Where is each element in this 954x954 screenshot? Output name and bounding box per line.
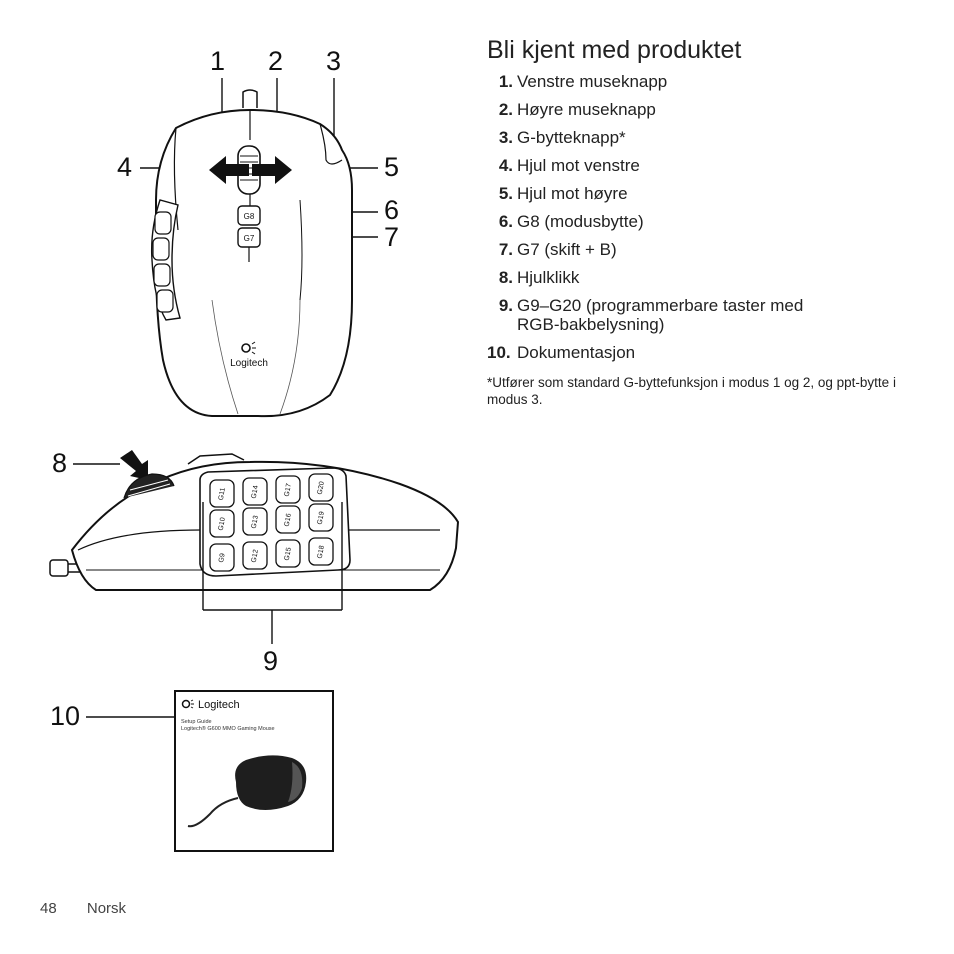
legend-item-number: 2. [498,100,513,119]
legend-item-text: Høyre museknapp [517,100,656,119]
legend-item-text: Dokumentasjon [517,343,636,362]
side-key-label: G12 [251,549,260,563]
legend-item-number: 5. [498,184,513,203]
side-key [275,539,301,568]
mouse-top-view-illustration: G8 G7 Logitech [140,78,378,418]
callout-1: 1 [210,46,226,76]
legend-item: 8.Hjulklikk [487,268,907,287]
footnote: *Utfører som standard G-byttefunksjon i … [487,375,896,407]
callout-8: 8 [52,448,68,478]
side-key [275,475,301,504]
page-footer: 48 Norsk [40,900,152,917]
guide-line-2: Logitech® G600 MMO Gaming Mouse [181,725,275,732]
side-key-label: G11 [218,487,227,501]
side-key [308,537,334,566]
side-key-label: G19 [317,511,326,525]
callout-6: 6 [384,195,400,225]
side-key-label: G13 [251,515,260,529]
side-key [242,541,268,570]
page-number: 48 [40,900,57,917]
side-key [242,477,268,506]
legend-item-number: 4. [498,156,513,175]
legend-item: 1.Venstre museknapp [487,72,907,91]
legend-item: 7.G7 (skift + B) [487,240,907,259]
legend-item-number: 10. [487,343,511,362]
legend-item-text: Hjul mot venstre [517,156,640,175]
guide-line-1: Setup Guide [181,719,212,725]
side-key [275,505,301,534]
legend-item-text: G8 (modusbytte) [517,212,644,231]
legend-item-text: G-bytteknapp* [517,128,626,147]
legend-item-number: 3. [498,128,513,147]
legend-item: 9.G9–G20 (programmerbare taster med RGB-… [487,296,817,334]
logitech-logo-icon [241,341,256,355]
g7-button-label: G7 [244,234,255,243]
legend-item-number: 7. [498,240,513,259]
guide-brand: Logitech [198,699,240,711]
legend-item-number: 9. [498,296,513,315]
callout-9: 9 [263,646,279,676]
side-key-label: G18 [317,545,326,559]
section-title: Bli kjent med produktet [487,36,742,64]
side-key [209,543,235,572]
side-key-label: G17 [284,483,293,497]
legend-item-text: G9–G20 (programmerbare taster med RGB-ba… [517,296,804,334]
callout-10: 10 [50,701,81,731]
legend-item-text: G7 (skift + B) [517,240,617,259]
legend-item-number: 6. [498,212,513,231]
side-key [242,507,268,536]
callout-4: 4 [117,152,133,182]
legend-item-number: 1. [498,72,513,91]
legend-item-number: 8. [498,268,513,287]
setup-guide-illustration: Logitech Setup Guide Logitech® G600 MMO … [86,690,334,852]
legend-item: 3.G-bytteknapp* [487,128,907,147]
callout-5: 5 [384,152,400,182]
callout-3: 3 [326,46,342,76]
legend-item: 2.Høyre museknapp [487,100,907,119]
callout-7: 7 [384,222,400,252]
side-key-label: G10 [218,517,227,531]
side-key [209,479,235,508]
g8-button-label: G8 [244,212,255,221]
legend-item-text: Hjul mot høyre [517,184,628,203]
mouse-logo-text: Logitech [230,358,268,369]
side-key [308,473,334,502]
legend-item-text: Venstre museknapp [517,72,668,91]
footer-language: Norsk [86,900,127,917]
side-key-label: G9 [218,553,227,564]
legend-item: 4.Hjul mot venstre [487,156,907,175]
side-key-label: G14 [251,485,260,499]
legend-item: 10. Dokumentasjon [487,343,907,362]
side-key [308,503,334,532]
callout-2: 2 [268,46,284,76]
legend-item: 6.G8 (modusbytte) [487,212,907,231]
side-key-label: G16 [284,513,293,527]
legend-item: 5.Hjul mot høyre [487,184,907,203]
side-key [209,509,235,538]
side-key-label: G20 [317,481,326,495]
side-key-label: G15 [284,547,293,561]
guide-logitech-logo-icon [181,699,194,709]
legend-item-text: Hjulklikk [517,268,580,287]
